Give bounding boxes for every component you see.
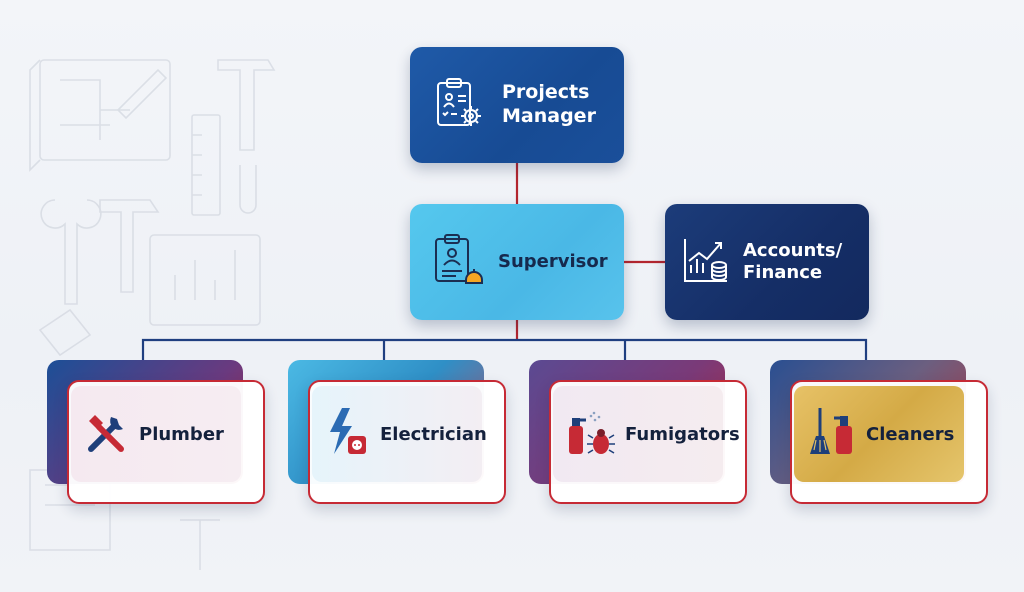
team-card-cleaners[interactable]: Cleaners [770,360,992,510]
lightning-outlet-icon [324,406,370,463]
card-content: Electrician [312,386,487,482]
projects-manager-node[interactable]: Projects Manager [410,47,624,163]
team-card-plumber[interactable]: Plumber [47,360,269,510]
card-frame: Cleaners [790,380,988,504]
card-frame: Fumigators [549,380,747,504]
team-label: Plumber [139,423,224,445]
clipboard-worker-icon [432,231,484,294]
team-label: Fumigators [625,423,740,445]
accounts-finance-node[interactable]: Accounts/ Finance [665,204,869,320]
supervisor-node[interactable]: Supervisor [410,204,624,320]
wrench-icon [83,409,129,460]
card-frame: Electrician [308,380,506,504]
supervisor-label: Supervisor [498,250,608,272]
clipboard-gear-icon [434,75,484,136]
card-content: Fumigators [553,386,740,482]
card-content: Plumber [71,386,241,482]
card-content: Cleaners [794,386,964,482]
accounts-finance-label: Accounts/ Finance [743,239,843,284]
projects-manager-label: Projects Manager [502,81,596,127]
team-card-electrician[interactable]: Electrician [288,360,510,510]
team-label: Cleaners [866,423,955,445]
team-label: Electrician [380,423,487,445]
connector-team-bus [141,338,868,360]
team-card-fumigators[interactable]: Fumigators [529,360,751,510]
card-frame: Plumber [67,380,265,504]
sprayer-bug-icon [565,406,615,463]
chart-coins-icon [681,235,731,290]
broom-spray-icon [806,406,856,463]
